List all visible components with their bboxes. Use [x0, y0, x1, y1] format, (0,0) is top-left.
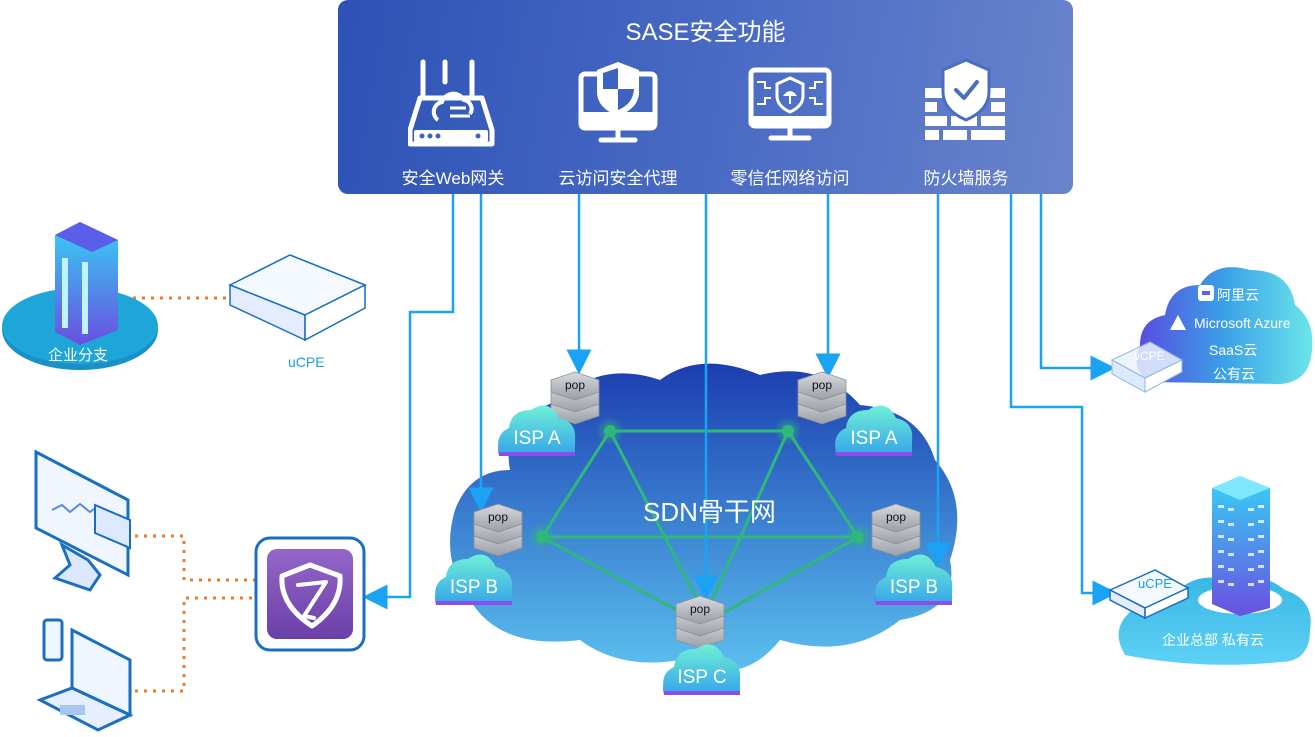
isp-label: ISP B: [450, 577, 498, 598]
public-cloud-provider-aliyun: 阿里云: [1217, 287, 1259, 303]
isp-label: ISP C: [677, 667, 726, 688]
public-cloud-label: 公有云: [1213, 366, 1255, 382]
isp-cloud-icon: [875, 554, 953, 605]
hq-ucpe-device: [1108, 569, 1190, 620]
mesh-nodes: [528, 417, 872, 551]
pop-server-icon: [675, 595, 725, 649]
branch-ucpe-label: uCPE: [288, 354, 325, 370]
mesh-links: [540, 429, 860, 614]
pop-label: pop: [812, 378, 832, 392]
isp-cloud-icon: [835, 405, 913, 456]
feature-label: 防火墙服务: [923, 169, 1009, 188]
hq-label: 企业总部 私有云: [1162, 632, 1264, 648]
isp-cloud-icon: [663, 644, 741, 695]
pop-label: pop: [565, 378, 585, 392]
firewall-shield-icon: [925, 58, 1005, 140]
pop-server-icon: [550, 371, 600, 425]
sase-functions-panel: SASE安全功能 安全Web网关 云访问安全代理: [338, 0, 1073, 194]
vcpe-device: [1110, 341, 1184, 393]
branch-office-building: [2, 222, 158, 370]
feature-firewall[interactable]: 防火墙服务: [881, 58, 1051, 189]
router-cloud-icon: [408, 59, 495, 147]
isp-cloud-icon: [498, 405, 576, 456]
dotted-links: [124, 296, 255, 693]
branch-ucpe-device: [228, 254, 367, 342]
isp-cloud-icon: [435, 554, 513, 605]
isp-label: ISP A: [850, 428, 898, 449]
aliyun-icon: [1198, 285, 1214, 301]
pop-server-icon: [797, 371, 847, 425]
laptop-and-phone: [36, 618, 134, 732]
isp-label: ISP A: [513, 428, 561, 449]
pop-server-icon: [473, 503, 523, 557]
headquarters-private-cloud: [1108, 476, 1311, 665]
feature-label: 云访问安全代理: [558, 169, 678, 188]
feature-ztna[interactable]: 零信任网络访问: [705, 58, 875, 189]
pop-server-icon: [871, 503, 921, 557]
feature-casb[interactable]: 云访问安全代理: [533, 58, 703, 189]
monitor-shield-icon: [578, 62, 658, 143]
sase-client-app-icon[interactable]: [254, 536, 366, 652]
sase-panel-title: SASE安全功能: [625, 19, 786, 46]
monitor-umbrella-shield-icon: [748, 67, 832, 141]
desktop-monitor: [34, 449, 131, 592]
feature-label: 安全Web网关: [401, 169, 505, 188]
branch-label: 企业分支: [48, 347, 109, 364]
pop-label: pop: [690, 602, 710, 616]
sdn-backbone-cloud: [450, 363, 958, 672]
feature-secure-web-gateway[interactable]: 安全Web网关: [368, 58, 538, 189]
sdn-backbone-title: SDN骨干网: [643, 497, 776, 527]
public-cloud-provider-saas: SaaS云: [1209, 342, 1258, 358]
pop-label: pop: [488, 510, 508, 524]
azure-icon: [1170, 315, 1186, 330]
public-cloud-provider-azure: Microsoft Azure: [1194, 315, 1291, 331]
hq-ucpe-label: uCPE: [1138, 576, 1172, 591]
isp-label: ISP B: [890, 577, 938, 598]
sase-connection-arrows: [362, 194, 1118, 610]
feature-label: 零信任网络访问: [730, 169, 850, 188]
public-cloud: [1110, 267, 1313, 393]
vcpe-label: vCPE: [1134, 349, 1165, 363]
pop-label: pop: [886, 510, 906, 524]
